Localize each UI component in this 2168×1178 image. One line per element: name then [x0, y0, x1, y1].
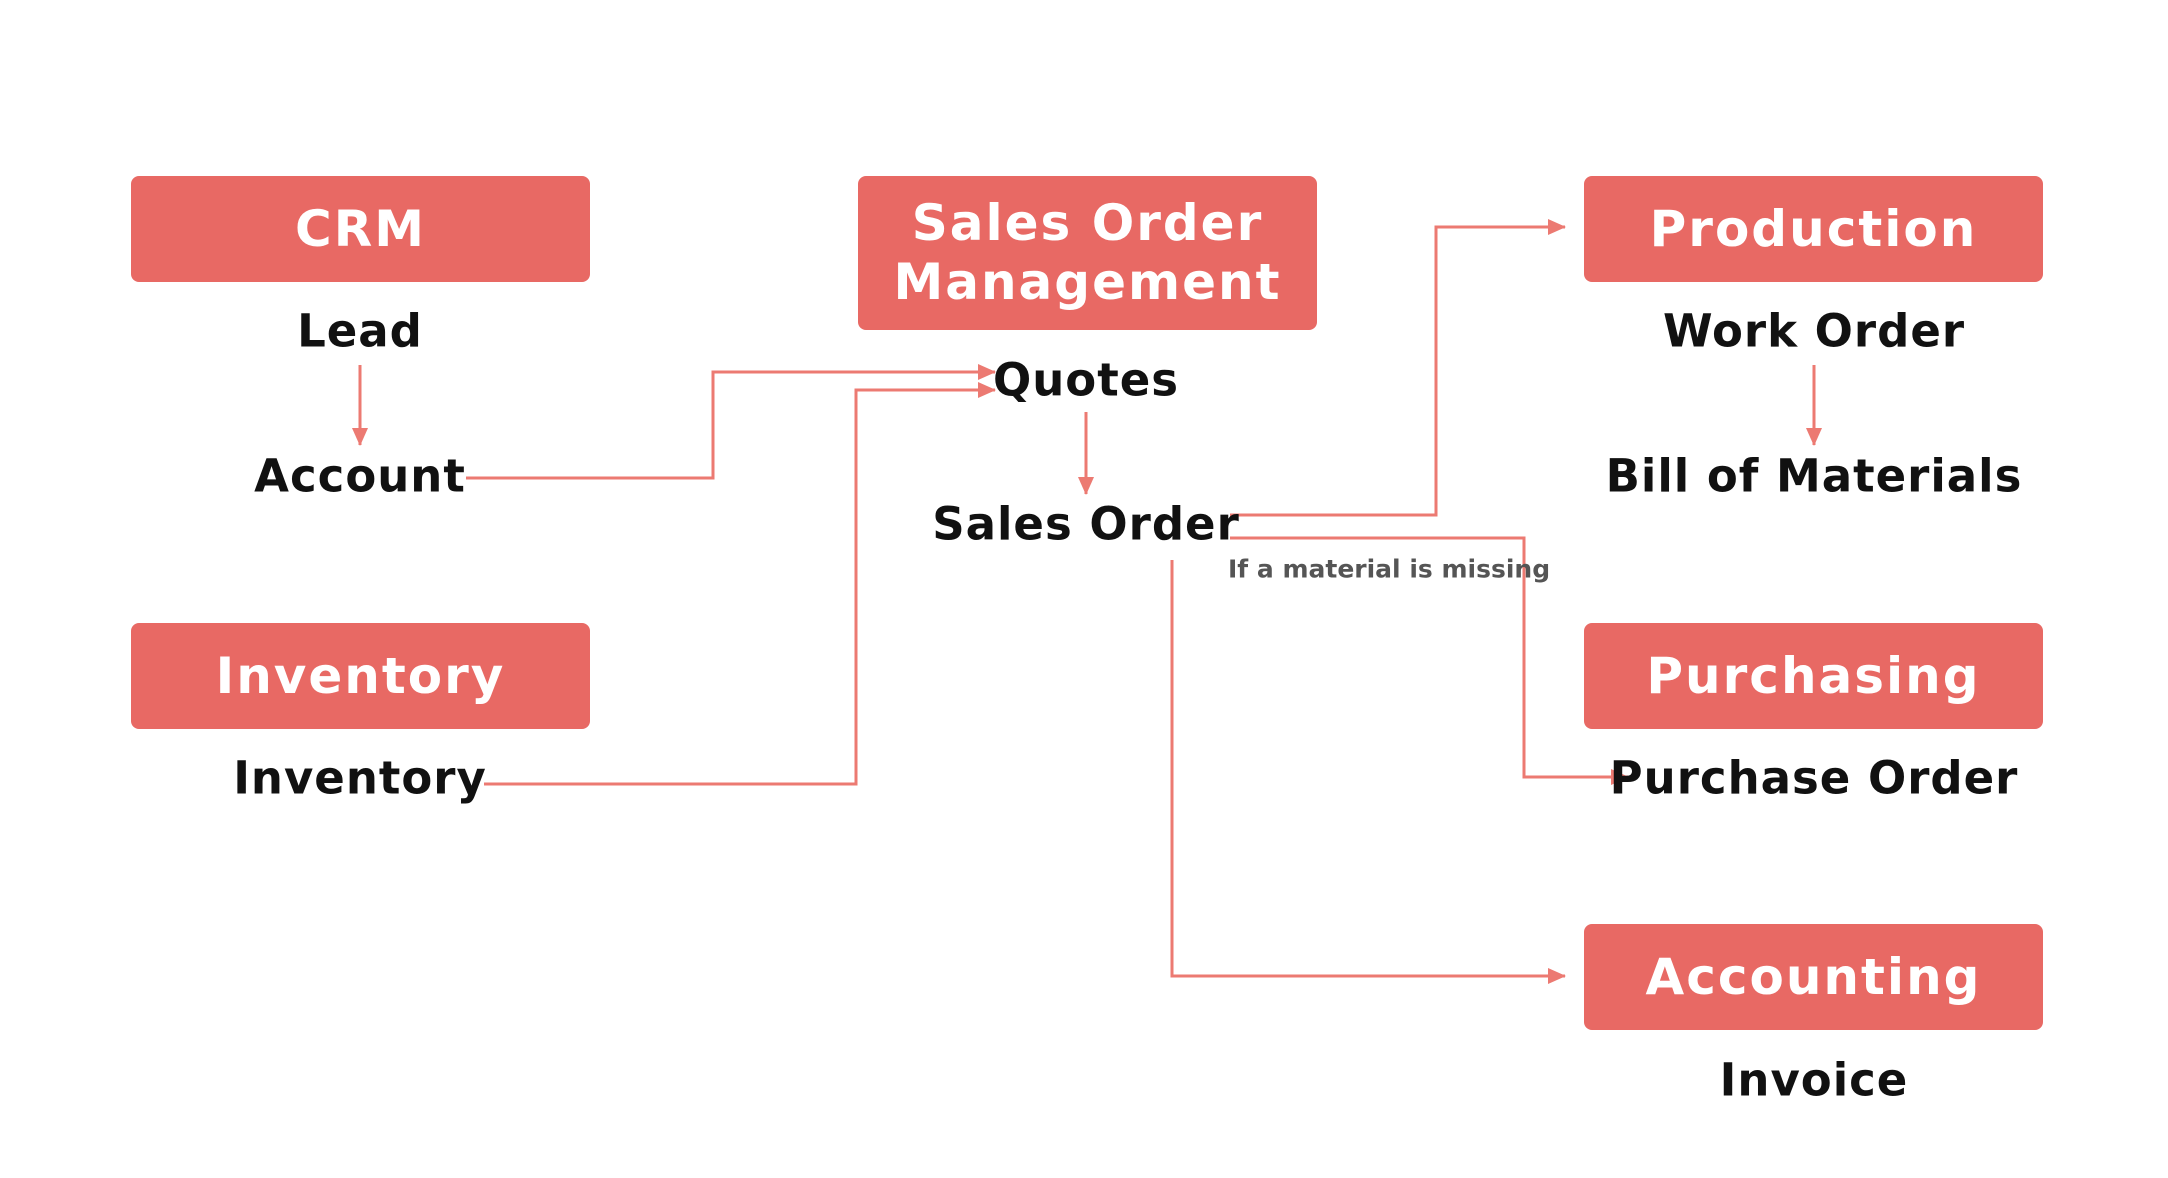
accounting-module-box: Accounting — [1584, 924, 2043, 1030]
production-module-title: Production — [1649, 199, 1978, 258]
sales-order-management-module-title: Sales Order Management — [893, 194, 1282, 311]
work-order-label: Work Order — [1662, 304, 1966, 358]
crm-module-box: CRM — [131, 176, 590, 282]
arrow-account-to-quotes — [466, 364, 996, 480]
sales-order-management-module-box: Sales Order Management — [858, 176, 1317, 330]
material-missing-note: If a material is missing — [1228, 554, 1551, 584]
inventory-module-box: Inventory — [131, 623, 590, 729]
crm-module-title: CRM — [295, 199, 426, 258]
inventory-module-title: Inventory — [215, 646, 506, 705]
lead-label: Lead — [297, 304, 423, 358]
arrow-inventory-to-quotes — [484, 382, 996, 786]
arrow-sales-order-to-accounting — [1170, 560, 1566, 984]
production-module-box: Production — [1584, 176, 2043, 282]
invoice-label: Invoice — [1719, 1053, 1909, 1107]
purchase-order-label: Purchase Order — [1609, 751, 2019, 805]
account-label: Account — [254, 449, 466, 503]
arrow-sales-order-to-production — [1230, 219, 1566, 517]
accounting-module-title: Accounting — [1645, 947, 1982, 1006]
bill-of-materials-label: Bill of Materials — [1605, 449, 2023, 503]
arrow-sales-order-to-purchase-order — [1230, 536, 1629, 785]
sales-order-label: Sales Order — [932, 497, 1240, 551]
purchasing-module-box: Purchasing — [1584, 623, 2043, 729]
purchasing-module-title: Purchasing — [1646, 646, 1981, 705]
quotes-label: Quotes — [992, 353, 1180, 407]
inventory-document-label: Inventory — [233, 751, 487, 805]
